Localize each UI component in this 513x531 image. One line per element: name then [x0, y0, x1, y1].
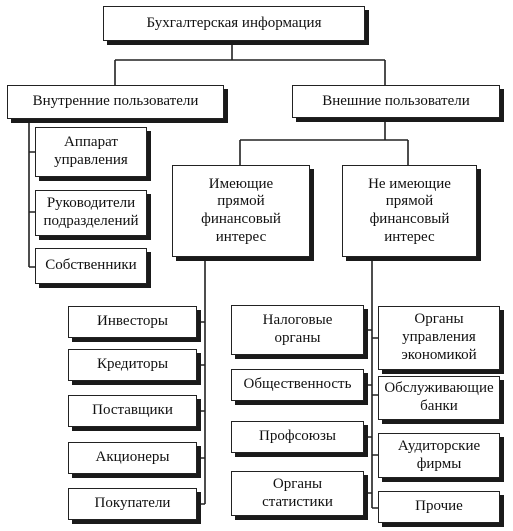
internal-users-box: Внутренние пользователи	[7, 85, 224, 119]
others-box: Прочие	[378, 491, 500, 523]
internal-item-management: Аппарат управления	[35, 127, 147, 177]
with-interest-box: Имеющие прямой финансовый интерес	[172, 165, 310, 257]
creditors-box: Кредиторы	[68, 349, 197, 381]
root-box: Бухгалтерская информация	[103, 6, 365, 41]
suppliers-box: Поставщики	[68, 395, 197, 427]
investors-box: Инвесторы	[68, 306, 197, 338]
audit-firms-box: Аудиторские фирмы	[378, 433, 500, 478]
external-users-box: Внешние пользователи	[292, 85, 500, 118]
public-box: Общественность	[231, 369, 364, 401]
economy-management-box: Органы управления экономикой	[378, 306, 500, 370]
shareholders-box: Акционеры	[68, 442, 197, 474]
serving-banks-box: Обслуживающие банки	[378, 376, 500, 420]
trade-unions-box: Профсоюзы	[231, 421, 364, 453]
tax-authorities-box: Налоговые органы	[231, 305, 364, 355]
buyers-box: Покупатели	[68, 488, 197, 520]
internal-item-owners: Собственники	[35, 248, 147, 284]
internal-item-dept-heads: Руководители подразделений	[35, 190, 147, 236]
statistics-box: Органы статистики	[231, 471, 364, 516]
without-interest-box: Не имеющие прямой финансовый интерес	[342, 165, 477, 257]
